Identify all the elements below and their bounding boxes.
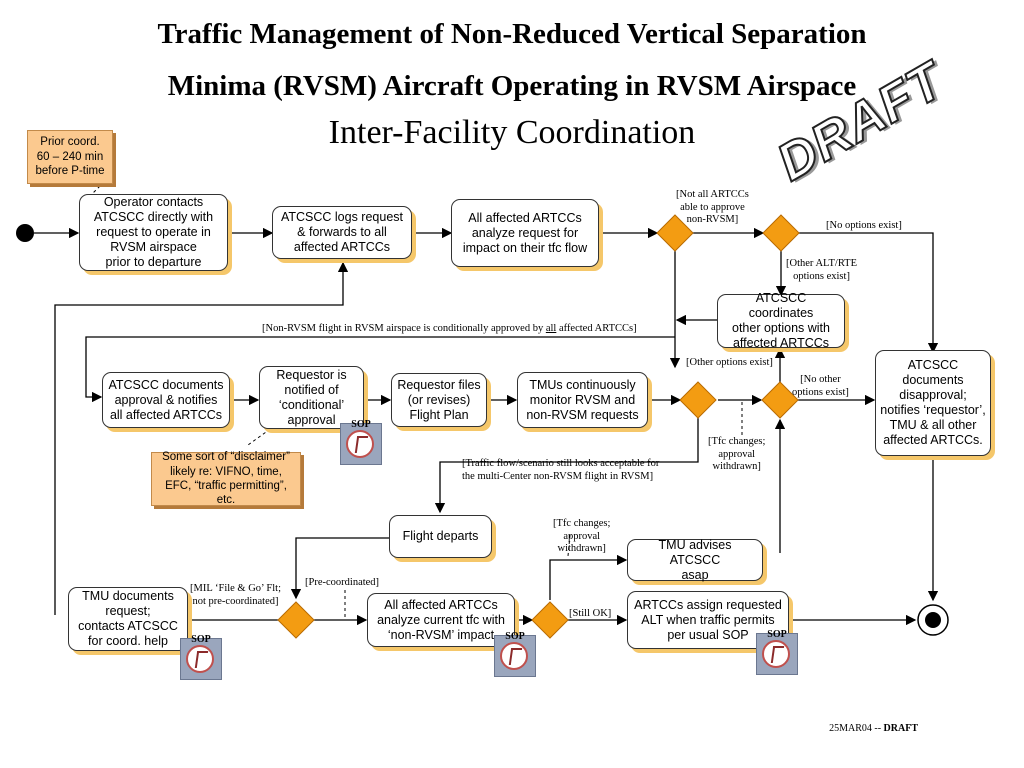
footer-date: 25MAR04 -- [829, 723, 884, 734]
box-coordinates-options: ATCSCC coordinates other options with af… [717, 291, 845, 350]
label-conditional-approval: [Non-RVSM flight in RVSM airspace is con… [262, 323, 637, 334]
sop-icon: SOP [180, 634, 222, 680]
page-title-line-2: Minima (RVSM) Aircraft Operating in RVSM… [167, 70, 857, 102]
box-logs-request: ATCSCC logs request & forwards to all af… [272, 206, 412, 259]
label-not-all-artccs: [Not all ARTCCs able to approve non-RVSM… [676, 189, 749, 226]
sop-icon: SOP [494, 631, 536, 677]
label-pre-coordinated: [Pre-coordinated] [305, 577, 380, 588]
page-title: Traffic Management of Non-Reduced Vertic… [157, 18, 867, 50]
box-documents-approval: ATCSCC documents approval & notifies all… [102, 372, 230, 428]
label-still-acceptable: [Traffic flow/scenario still looks accep… [462, 458, 660, 482]
box-requestor-files: Requestor files (or revises) Flight Plan [391, 373, 487, 427]
box-tmu-advises: TMU advises ATCSCC asap [627, 538, 763, 582]
box-analyze-current: All affected ARTCCs analyze current tfc … [367, 593, 515, 647]
decision-still-ok [531, 601, 569, 639]
footer: 25MAR04 -- DRAFT [829, 723, 918, 734]
box-tmu-documents: TMU documents request; contacts ATCSCC f… [68, 587, 188, 651]
decision-monitor [679, 381, 717, 419]
note-prior-coord: Prior coord. 60 – 240 min before P-time [27, 130, 113, 184]
label-no-other-options: [No other options exist] [792, 374, 849, 398]
label-tfc-changes-2: [Tfc changes; approval withdrawn] [553, 518, 611, 555]
label-other-options-exist: [Other options exist] [686, 357, 773, 368]
label-other-alt-rte: [Other ALT/RTE options exist] [786, 258, 858, 282]
box-flight-departs: Flight departs [389, 515, 492, 558]
box-tmus-monitor: TMUs continuously monitor RVSM and non-R… [517, 372, 648, 428]
decision-options [762, 214, 800, 252]
sop-icon: SOP [340, 419, 382, 465]
end-node [925, 612, 941, 628]
label-tfc-changes-1: [Tfc changes; approval withdrawn] [708, 436, 766, 473]
box-documents-disapproval: ATCSCC documents disapproval; notifies ‘… [875, 350, 991, 456]
label-no-options-exist: [No options exist] [826, 220, 902, 231]
box-assign-altitude: ARTCCs assign requested ALT when traffic… [627, 591, 789, 649]
box-requestor-notified: Requestor is notified of ‘conditional’ a… [259, 366, 364, 429]
note-disclaimer: Some sort of “disclaimer” likely re: VIF… [151, 451, 301, 506]
label-mil-file-go: [MIL ‘File & Go’ Flt; not pre-coordinate… [190, 583, 281, 607]
page-subtitle: Inter-Facility Coordination [328, 114, 696, 151]
sop-icon: SOP [756, 629, 798, 675]
decision-not-all [656, 214, 694, 252]
box-analyze-request: All affected ARTCCs analyze request for … [451, 199, 599, 267]
label-still-ok: [Still OK] [569, 608, 612, 619]
decision-other-options [761, 381, 799, 419]
box-operator-contacts: Operator contacts ATCSCC directly with r… [79, 194, 228, 271]
start-node [16, 224, 34, 242]
decision-coordination [277, 601, 315, 639]
footer-status: DRAFT [883, 723, 918, 734]
